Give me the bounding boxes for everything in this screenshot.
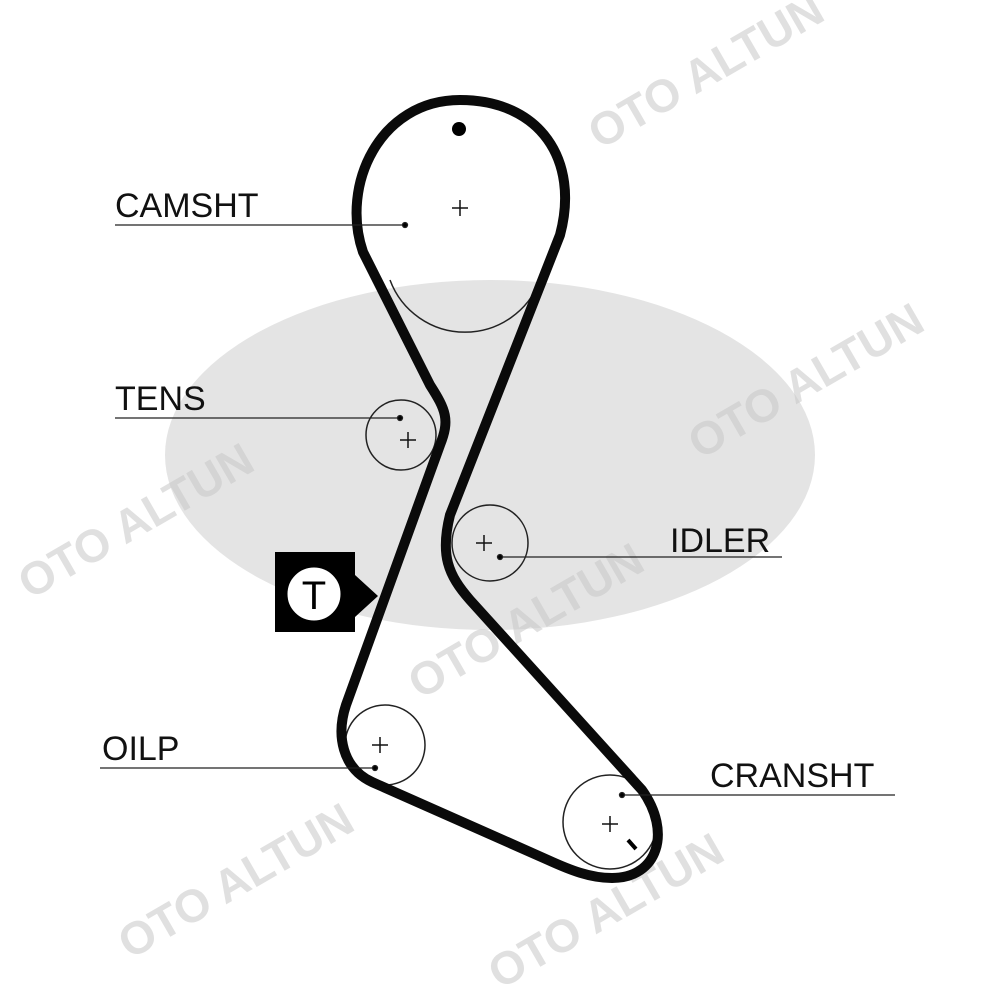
tensioner-pulley: [365, 399, 437, 471]
label-idler: IDLER: [670, 522, 770, 560]
label-oil-pump: OILP: [102, 730, 179, 768]
label-tensioner: TENS: [115, 380, 206, 418]
crankshaft-timing-mark: [626, 838, 638, 851]
leader-lines: [100, 221, 895, 799]
label-crankshaft: CRANSHT: [710, 757, 874, 795]
pulley-centres: [372, 200, 618, 832]
tension-marker-label: T: [302, 574, 326, 618]
watermark-text: OTO ALTUN: [579, 0, 832, 159]
watermark-text: OTO ALTUN: [109, 792, 362, 968]
camshaft-pulley-arc: [389, 279, 541, 333]
label-camshaft: CAMSHT: [115, 187, 259, 225]
timing-belt: [336, 95, 663, 883]
idler-pulley: [451, 504, 529, 582]
tension-marker-icon: T: [275, 552, 378, 632]
gates-logo-ellipse: [165, 280, 815, 630]
camshaft-timing-mark: [452, 122, 466, 136]
